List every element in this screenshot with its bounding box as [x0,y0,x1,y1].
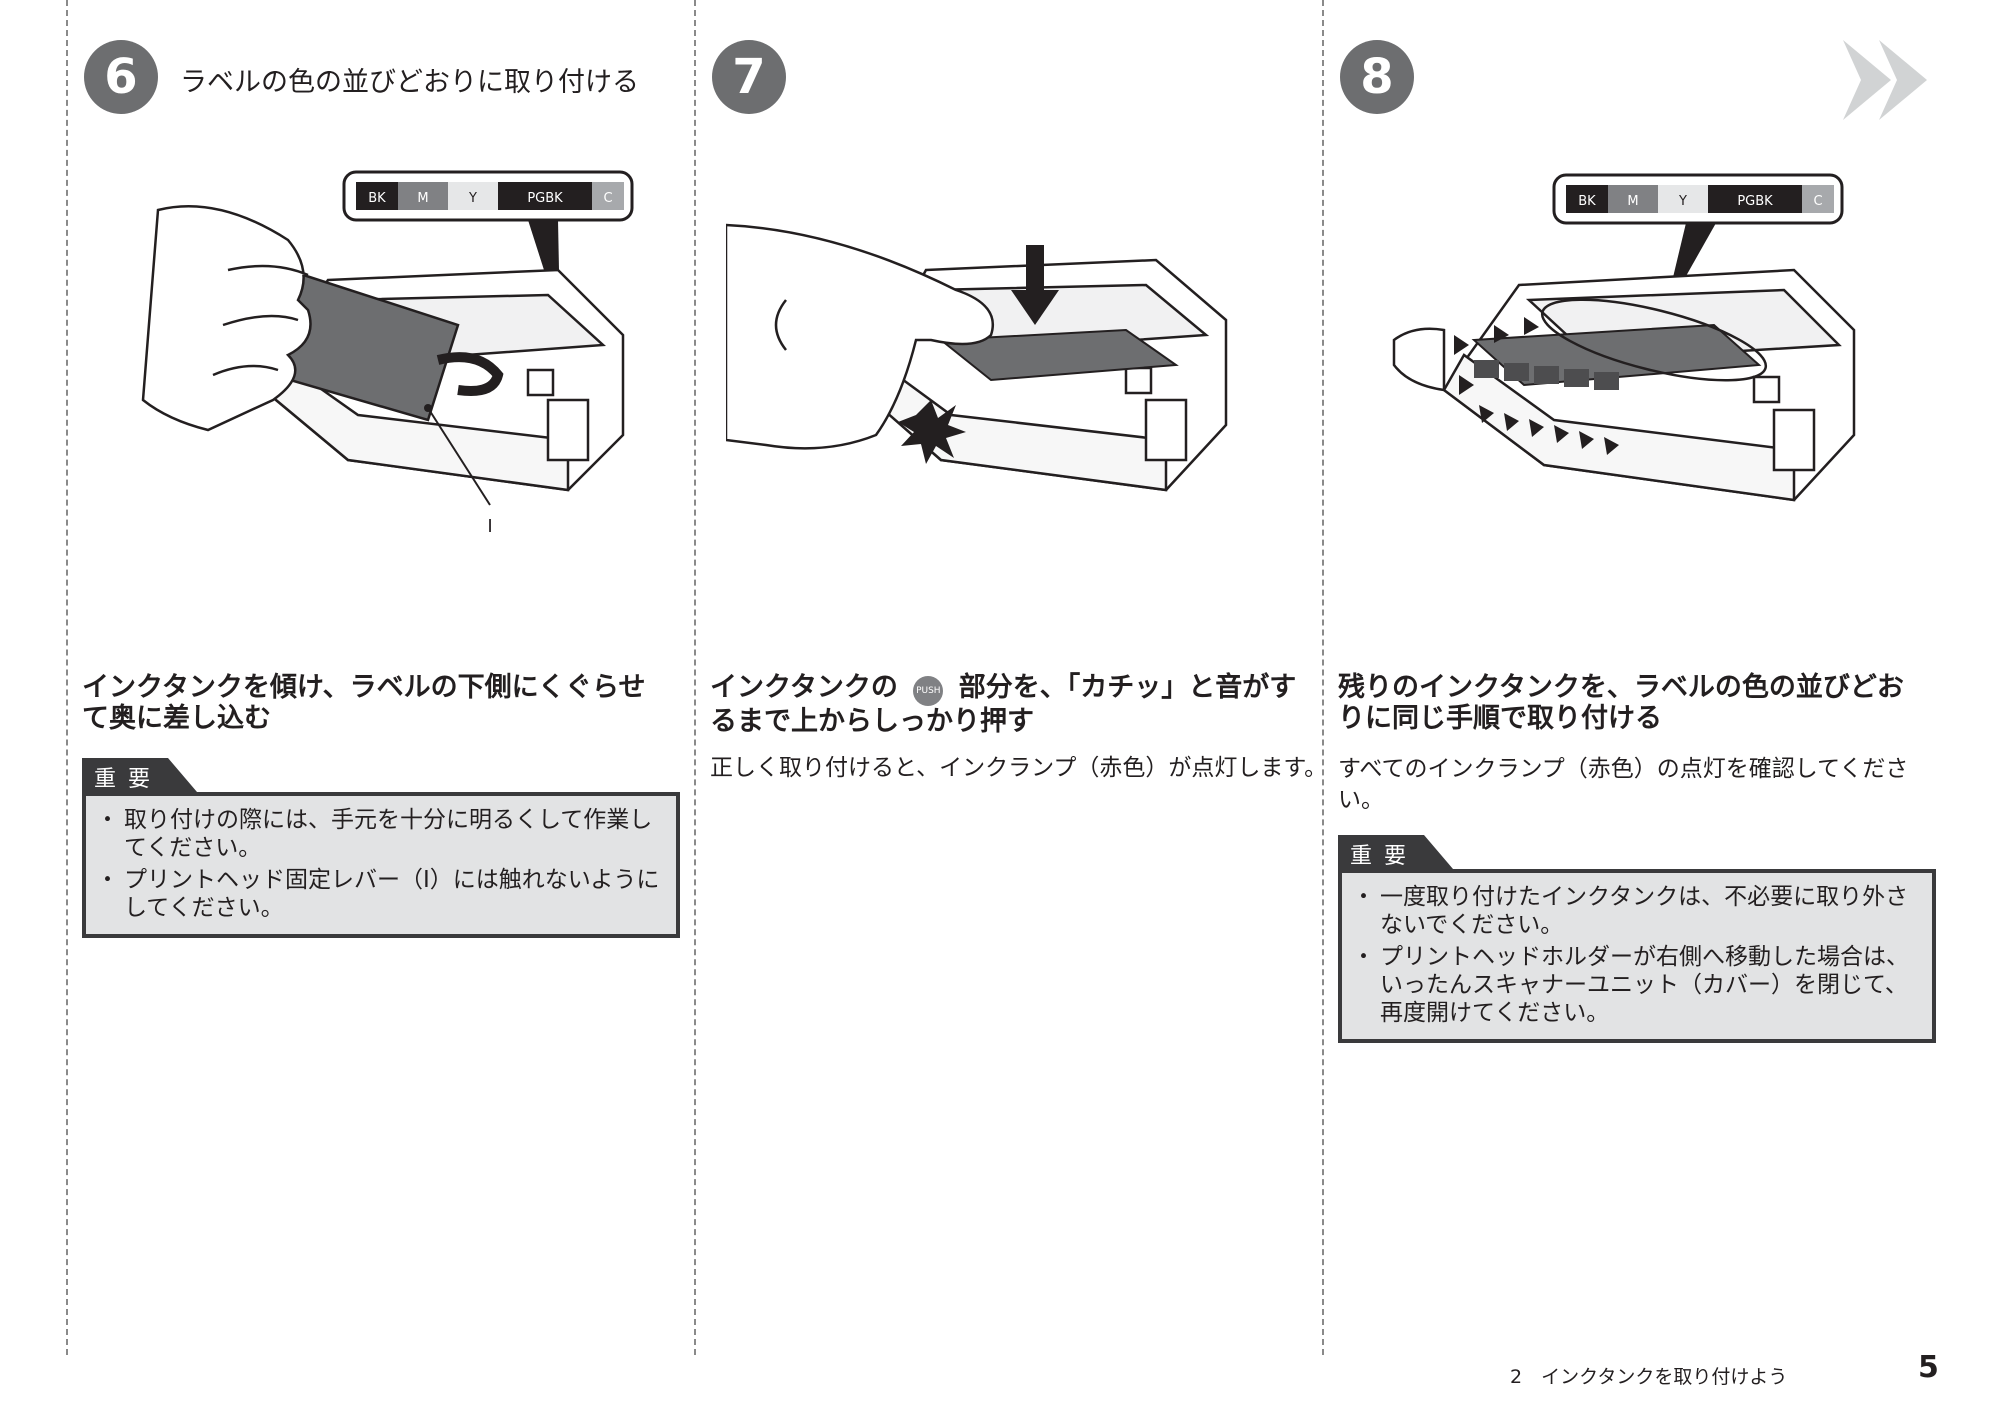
ink-label-pgbk: PGBK [527,191,563,206]
step-7-body: 正しく取り付けると、インクランプ（赤色）が点灯します。 [710,755,1328,781]
step-6-illustration: BK M Y PGBK C I [141,170,634,537]
step-7-heading: インクタンクの PUSH 部分を、「カチッ」と音がするまで上からしっかり押す [710,672,1310,737]
ink-label-m: M [417,191,428,206]
important-item: 取り付けの際には、手元を十分に明るくして作業してください。 [96,806,662,862]
ink-label-c: C [1813,194,1822,209]
ink-label-y: Y [1678,194,1687,209]
finger [726,223,994,450]
step-7-illustration [726,223,1228,492]
ink-label-bk: BK [368,191,386,206]
next-page-arrow-icon [1843,40,1927,120]
step-8-heading: 残りのインクタンクを、ラベルの色の並びどおりに同じ手順で取り付ける [1338,672,1904,734]
ink-label-callout: BK M Y PGBK C [1552,173,1844,315]
step-7-number: 7 [712,40,786,114]
step-6-important-notice: 重要 取り付けの際には、手元を十分に明るくして作業してください。 プリントヘッド… [82,758,680,938]
important-box: 一度取り付けたインクタンクは、不必要に取り外さないでください。 プリントヘッドホ… [1338,869,1936,1043]
push-down-arrow [1011,245,1059,325]
footer-section-title: 2 インクタンクを取り付けよう [1510,1366,1788,1388]
important-label: 重要 [1350,844,1419,869]
step-6-column: 6 ラベルの色の並びどおりに取り付ける BK M Y PGBK C [68,0,680,1360]
ink-label-pgbk: PGBK [1737,194,1773,209]
page-number: 5 [1918,1350,1939,1385]
important-box: 取り付けの際には、手元を十分に明るくして作業してください。 プリントヘッド固定レ… [82,792,680,938]
ink-label-y: Y [468,191,477,206]
click-burst-icon [898,400,966,464]
click-burst-icon [1454,317,1619,455]
hand [141,205,312,432]
important-tab: 重要 [82,758,197,792]
label-highlight-ellipse [1540,298,1768,382]
step-8-important-notice: 重要 一度取り付けたインクタンクは、不必要に取り外さないでください。 プリントヘ… [1338,835,1936,1043]
important-item: プリントヘッドホルダーが右側へ移動した場合は、いったんスキャナーユニット（カバー… [1352,943,1918,1027]
step-8-column: 8 BK M Y PGBK C [1324,0,1936,1360]
important-label: 重要 [94,767,163,792]
step-8-number: 8 [1340,40,1414,114]
important-item: プリントヘッド固定レバー（I）には触れないようにしてください。 [96,866,662,922]
column-divider-2 [1322,0,1324,1355]
step-7-heading-end: 部分を、「カチッ」と音がするまで上からしっかり押す [710,672,1297,737]
step-6-title: ラベルの色の並びどおりに取り付ける [180,67,639,98]
step-6-number: 6 [84,40,158,114]
step-8-illustration: BK M Y PGBK C [1392,173,1856,502]
important-item: 一度取り付けたインクタンクは、不必要に取り外さないでください。 [1352,883,1918,939]
column-divider-left [66,0,68,1355]
step-7-heading-start: インクタンクの [710,672,898,703]
important-tab: 重要 [1338,835,1453,869]
ink-label-c: C [603,191,612,206]
step-6-callout-label: I [487,516,492,537]
ink-label-m: M [1627,194,1638,209]
ink-label-bk: BK [1578,194,1596,209]
column-divider-1 [694,0,696,1355]
step-6-heading: インクタンクを傾け、ラベルの下側にくぐらせて奥に差し込む [82,672,646,734]
step-7-column: 7 インクタンクの PUSH 部分を、「カチッ」と音がするまで上からしっかり押す [696,0,1327,1360]
push-icon: PUSH [913,676,944,706]
installed-ink-tanks [1471,323,1762,390]
step-8-body: すべてのインクランプ（赤色）の点灯を確認してください。 [1338,756,1909,813]
